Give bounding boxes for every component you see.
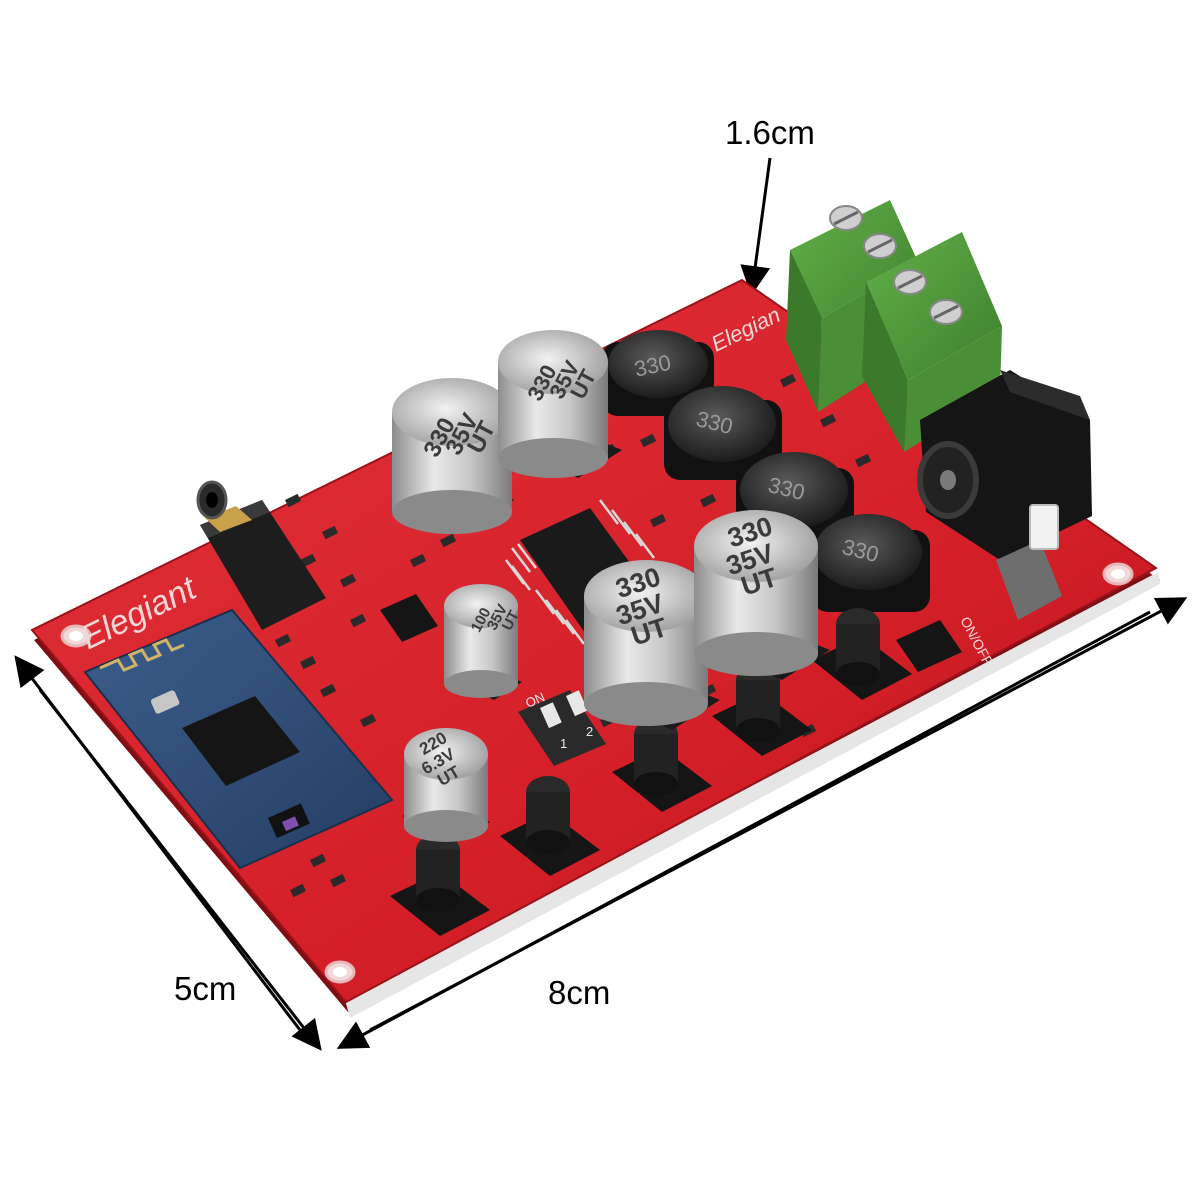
height-dimension-label: 1.6cm (725, 114, 815, 151)
dip-1-label: 1 (560, 736, 567, 751)
inductor-2: 330 (664, 386, 782, 480)
button-4[interactable] (712, 664, 812, 756)
width-dimension-label: 5cm (174, 970, 237, 1007)
inductor-4: 330 (812, 514, 930, 612)
speaker-terminals (786, 200, 1002, 452)
op-amp-chip (380, 594, 438, 642)
button-5[interactable] (812, 608, 912, 700)
dip-switch: ON 1 2 (518, 689, 606, 766)
capacitor-330uf-2: 330 35V UT (498, 330, 622, 478)
length-dimension-label: 8cm (548, 974, 611, 1011)
amplifier-board: Elegiant Elegian (30, 200, 1160, 1018)
width-dimension-arrow-b (38, 689, 322, 1051)
capacitors: 330 35V UT 330 35V UT 330 35V (392, 330, 830, 842)
bluetooth-chip (182, 696, 300, 786)
audio-jack (196, 480, 326, 630)
capacitor-330uf-3: 330 35V UT (584, 560, 720, 730)
dip-on-label: ON (523, 689, 547, 711)
pcb-underside-white (345, 572, 1160, 1018)
dimension-arrows (14, 157, 1188, 1051)
capacitor-330uf-1: 330 35V UT (392, 378, 514, 534)
button-2[interactable] (500, 776, 600, 876)
button-3[interactable] (612, 718, 712, 812)
onoff-ic (896, 620, 962, 672)
power-switch[interactable] (996, 504, 1062, 620)
power-switch-knob[interactable] (1029, 504, 1059, 550)
button-1[interactable] (390, 834, 490, 936)
crystal (150, 690, 180, 714)
capacitor-100uf: 100 35V UT (444, 584, 523, 700)
mounting-holes (60, 562, 1134, 984)
capacitor-330uf-4: 330 35V UT (694, 510, 830, 680)
height-dimension-arrow (740, 157, 772, 296)
capacitor-220uf: 220 6.3V UT (402, 728, 490, 842)
tactile-buttons (390, 608, 912, 936)
antenna-trace (99, 638, 185, 672)
bluetooth-module (83, 608, 394, 870)
dip-2-label: 2 (586, 724, 593, 739)
length-dimension-arrow-b (369, 597, 1188, 1032)
